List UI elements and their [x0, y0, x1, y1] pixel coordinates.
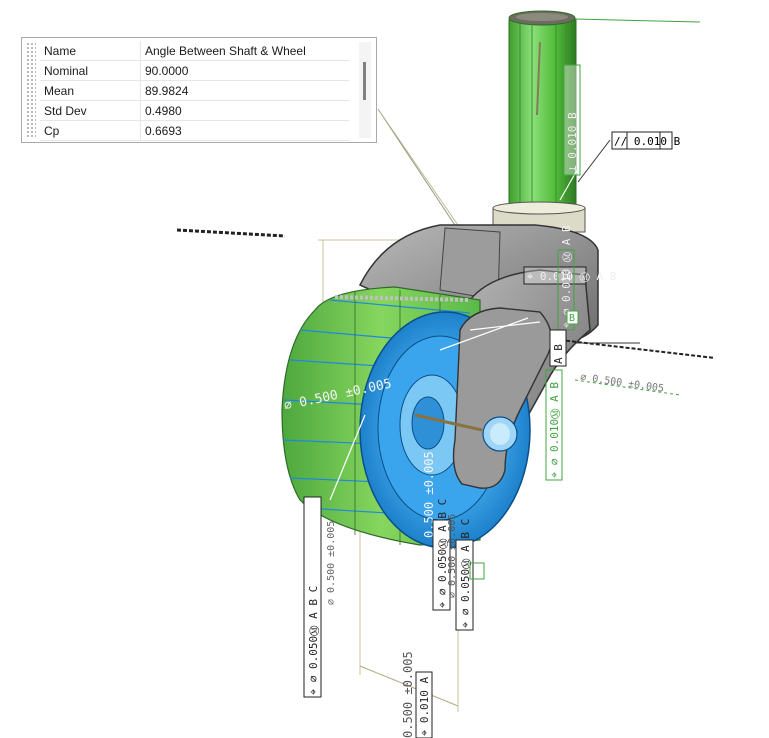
fcf-hub-text-1: ⌖ ⌀ 0.050Ⓜ A B C [436, 499, 449, 608]
property-value: Angle Between Shaft & Wheel [140, 41, 349, 61]
right-blurred-dim: ⌀ 0.500 ±0.005 [580, 372, 665, 395]
hub-diameter-label: 0.500 ±0.005 [422, 451, 436, 538]
property-key: Cp [40, 120, 141, 141]
fcf-wheel-left-text: ⌖ ⌀ 0.050Ⓜ A B C [307, 586, 320, 695]
bottom-dimension: 0.500 ±0.005 [401, 651, 415, 738]
left-small-dim: ⌀ 0.500 ±0.005 [326, 521, 337, 605]
fcf-callout-text: // 0.010 B [614, 135, 681, 148]
property-value: 90.0000 [140, 60, 349, 81]
property-value: 89.9824 [140, 80, 349, 101]
scrollbar-thumb[interactable] [363, 62, 366, 100]
property-value: 0.4980 [140, 100, 349, 121]
property-row: Std Dev 0.4980 [40, 100, 349, 121]
fcf-bracket-horizontal: ⌖ 0.010 Ⓜ A B [523, 266, 617, 285]
fcf-hub-text-2: ⌖ ⌀ 0.050Ⓜ A B C [459, 519, 472, 628]
leader-arrows [329, 164, 581, 501]
fcf-hub-vertical-2: ⌖ ⌀ 0.050Ⓜ A B C [455, 519, 474, 631]
property-row: Cp 0.6693 [40, 120, 349, 141]
shaft [492, 10, 586, 233]
property-panel: Name Angle Between Shaft & Wheel Nominal… [21, 37, 377, 143]
property-value: 0.6693 [140, 120, 349, 141]
green-tag [469, 562, 485, 580]
fcf-bracket-vertical-text: ⌖ ⌀ 0.010 Ⓜ A B [560, 225, 573, 328]
datum-ab-text: A B [552, 344, 565, 364]
fcf-shaft-text: ⊥ 0.010 B [566, 112, 579, 172]
shaft-extension-line [574, 18, 701, 23]
property-table: Name Angle Between Shaft & Wheel Nominal… [40, 41, 349, 141]
blurred-dim-left [176, 228, 286, 238]
property-key: Nominal [40, 60, 141, 81]
property-row: Nominal 90.0000 [40, 60, 349, 81]
dimension-line [359, 665, 459, 707]
axle [414, 413, 518, 452]
property-key: Name [40, 41, 141, 61]
fcf-callout-top: // 0.010 B [611, 131, 681, 150]
leader-line [577, 139, 611, 183]
property-key: Std Dev [40, 100, 141, 121]
fcf-bracket-text: ⌖ 0.010 Ⓜ A B [527, 270, 617, 283]
fcf-bottom-text: ⌖ 0.010 A [418, 676, 431, 736]
hub-dim-small: ⌀ 0.500 ±0.005 [447, 514, 458, 598]
datum-b-tag: B [566, 310, 579, 325]
fcf-axle-text: ⌖ ⌀ 0.010Ⓜ A B [548, 382, 561, 478]
property-row: Name Angle Between Shaft & Wheel [40, 41, 349, 61]
fcf-wheel-left: ⌖ ⌀ 0.050Ⓜ A B C [303, 496, 322, 698]
fcf-hub-vertical-1: ⌖ ⌀ 0.050Ⓜ A B C [432, 499, 451, 611]
property-key: Mean [40, 80, 141, 101]
property-row: Mean 89.9824 [40, 80, 349, 101]
datum-b-text: B [569, 313, 575, 324]
fcf-shaft-vertical: ⊥ 0.010 B [563, 64, 581, 176]
panel-scrollbar[interactable] [359, 42, 371, 138]
fcf-bottom: ⌖ 0.010 A [415, 671, 433, 738]
fcf-axle-vertical: ⌖ ⌀ 0.010Ⓜ A B [545, 369, 563, 481]
panel-leader-line-2 [377, 108, 461, 229]
panel-grip[interactable] [26, 42, 36, 138]
datum-ab-box: A B [549, 329, 567, 367]
